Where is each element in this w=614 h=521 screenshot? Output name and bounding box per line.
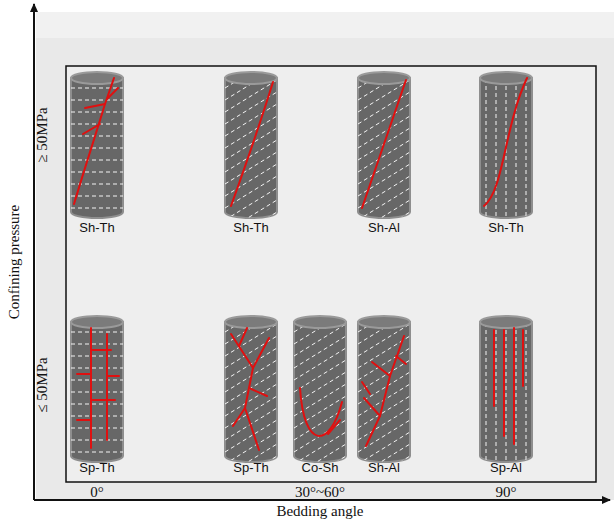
- cylinder-body: [358, 78, 410, 218]
- rock-cylinder: [225, 288, 277, 521]
- fracture: [362, 80, 406, 208]
- frame-box: [66, 66, 596, 482]
- fracture: [494, 328, 523, 444]
- axis-title: Bedding angle: [276, 503, 363, 520]
- bedding-lines: [71, 332, 123, 452]
- background-band: [36, 38, 614, 500]
- bedding-lines: [294, 288, 346, 521]
- failure-mode-label: Co-Sh: [302, 461, 339, 475]
- bedding-lines: [486, 316, 526, 462]
- fracture: [484, 78, 527, 206]
- cylinder-top: [71, 316, 123, 328]
- cylinder-body: [358, 322, 410, 462]
- failure-mode-label: Sp-Th: [79, 461, 114, 475]
- tick-label: 30°~60°: [295, 484, 345, 501]
- fracture: [231, 328, 269, 450]
- pressure-label: ≤ 50MPa: [34, 357, 51, 412]
- axis-title: Confining pressure: [6, 205, 23, 320]
- bedding-lines: [358, 288, 410, 521]
- cylinder-top: [358, 316, 410, 328]
- cylinder-body: [480, 78, 532, 218]
- background-band: [36, 12, 614, 38]
- cylinder-body: [71, 322, 123, 462]
- fracture: [77, 328, 119, 448]
- bedding-lines: [225, 44, 277, 280]
- rock-cylinder: [294, 288, 346, 521]
- fracture: [231, 82, 273, 206]
- failure-mode-label: Sh-Th: [79, 221, 114, 235]
- failure-mode-label: Sh-Th: [233, 221, 268, 235]
- y-axis: [33, 4, 35, 500]
- cylinder-top: [480, 316, 532, 328]
- cylinder-top: [71, 72, 123, 84]
- failure-mode-label: Sh-Al: [368, 461, 400, 475]
- pressure-label: ≥ 50MPa: [34, 107, 51, 162]
- cylinder-body: [225, 78, 277, 218]
- rock-cylinder: [358, 44, 410, 280]
- failure-mode-label: Sp-Al: [490, 461, 522, 475]
- cylinder-body: [225, 322, 277, 462]
- failure-mode-label: Sh-Al: [368, 221, 400, 235]
- bedding-lines: [225, 288, 277, 521]
- rock-cylinder: [480, 316, 532, 462]
- rock-cylinder: [71, 72, 123, 218]
- fracture: [300, 388, 342, 436]
- rock-cylinder: [358, 288, 410, 521]
- rock-cylinder: [71, 316, 123, 462]
- cylinder-top: [358, 72, 410, 84]
- failure-mode-label: Sp-Th: [233, 461, 268, 475]
- bedding-lines: [358, 44, 410, 280]
- rock-cylinder: [225, 44, 277, 280]
- tick-label: 0°: [90, 484, 104, 501]
- cylinder-body: [71, 78, 123, 218]
- cylinder-top: [225, 72, 277, 84]
- rock-cylinder: [480, 72, 532, 218]
- tick-label: 90°: [496, 484, 517, 501]
- cylinder-body: [294, 322, 346, 462]
- cylinder-body: [480, 322, 532, 462]
- cylinder-top: [225, 316, 277, 328]
- failure-mode-label: Sh-Th: [488, 221, 523, 235]
- fracture: [362, 336, 406, 446]
- cylinder-top: [294, 316, 346, 328]
- fracture: [74, 78, 118, 204]
